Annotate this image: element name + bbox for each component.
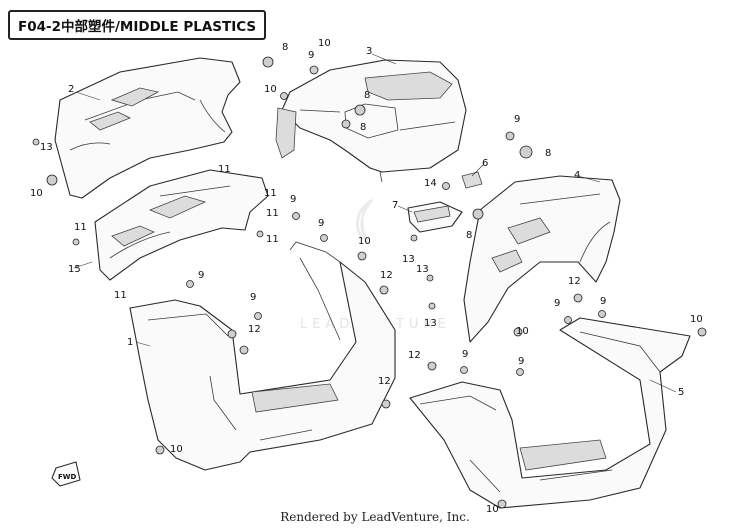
bolt-10d bbox=[155, 445, 165, 455]
fwd-label: FWD bbox=[58, 473, 77, 481]
callout-12c: 12 bbox=[378, 376, 391, 387]
callout-8d: 8 bbox=[545, 148, 551, 159]
callout-11f: 11 bbox=[114, 290, 127, 301]
clip-13b bbox=[410, 234, 418, 242]
callout-12b: 12 bbox=[248, 324, 261, 335]
callout-11c: 11 bbox=[266, 208, 279, 219]
fwd-direction-arrow: FWD bbox=[51, 461, 81, 487]
callout-9a: 9 bbox=[308, 50, 314, 61]
callout-12d: 12 bbox=[408, 350, 421, 361]
diagram-title: F04-2中部塑件/MIDDLE PLASTICS bbox=[8, 10, 267, 40]
callout-10g: 10 bbox=[690, 314, 703, 325]
callout-9b: 9 bbox=[514, 114, 520, 125]
part-4-right-fender[interactable] bbox=[463, 175, 621, 343]
clip-12c bbox=[239, 345, 249, 355]
part-2-left-fender-upper[interactable] bbox=[54, 57, 241, 199]
clip-9c bbox=[292, 212, 300, 220]
grommet-8a bbox=[262, 56, 274, 68]
clip-9g bbox=[460, 366, 468, 374]
part-15-left-fender-lower[interactable] bbox=[94, 169, 269, 281]
callout-10c: 10 bbox=[30, 188, 43, 199]
fasteners bbox=[32, 56, 707, 509]
callout-3: 3 bbox=[366, 46, 372, 57]
part-6-clip[interactable] bbox=[461, 171, 483, 189]
grommet-8e bbox=[472, 208, 484, 220]
callout-1: 1 bbox=[127, 337, 133, 348]
footer-credit: Rendered by LeadVenture, Inc. bbox=[280, 510, 470, 524]
clip-11a bbox=[72, 238, 80, 246]
callout-7: 7 bbox=[392, 200, 398, 211]
clip-13a bbox=[32, 138, 40, 146]
callout-11e: 11 bbox=[74, 222, 87, 233]
callout-10e: 10 bbox=[170, 444, 183, 455]
leader-lines bbox=[73, 53, 677, 393]
callout-8b: 8 bbox=[364, 90, 370, 101]
callout-2: 2 bbox=[68, 84, 74, 95]
clip-9b bbox=[505, 131, 515, 141]
callout-10b: 10 bbox=[264, 84, 277, 95]
callout-9d: 9 bbox=[318, 218, 324, 229]
callout-13a: 13 bbox=[40, 142, 53, 153]
clip-9e bbox=[186, 280, 194, 288]
callout-9j: 9 bbox=[600, 296, 606, 307]
callout-9c: 9 bbox=[290, 194, 296, 205]
callout-8c: 8 bbox=[360, 122, 366, 133]
bolt-10f bbox=[697, 327, 707, 337]
clip-13c bbox=[426, 274, 434, 282]
clip-9f bbox=[254, 312, 262, 320]
grommet-8c bbox=[341, 119, 351, 129]
callout-13b: 13 bbox=[402, 254, 415, 265]
callout-13c: 13 bbox=[416, 264, 429, 275]
part-7-bracket[interactable] bbox=[407, 201, 463, 233]
grommet-8d bbox=[519, 145, 533, 159]
callout-8a: 8 bbox=[282, 42, 288, 53]
clip-9j bbox=[598, 310, 606, 318]
callout-5: 5 bbox=[678, 387, 684, 398]
bolt-10a bbox=[280, 92, 288, 100]
callout-9e: 9 bbox=[198, 270, 204, 281]
callout-10h: 10 bbox=[486, 504, 499, 515]
callout-10a: 10 bbox=[318, 38, 331, 49]
callout-13d: 13 bbox=[424, 318, 437, 329]
callout-12a: 12 bbox=[380, 270, 393, 281]
part-1-left-footwell[interactable] bbox=[129, 241, 396, 471]
callout-9h: 9 bbox=[518, 356, 524, 367]
bolt-14 bbox=[442, 182, 450, 190]
clip-9d bbox=[320, 234, 328, 242]
callout-11d: 11 bbox=[266, 234, 279, 245]
part-5-right-footwell[interactable] bbox=[409, 317, 691, 509]
clip-9h bbox=[516, 368, 524, 376]
clip-12b bbox=[227, 329, 237, 339]
part-3-center-cover[interactable] bbox=[275, 59, 467, 183]
clip-12e bbox=[427, 361, 437, 371]
callout-14: 14 bbox=[424, 178, 437, 189]
callout-9g: 9 bbox=[462, 349, 468, 360]
clip-13d bbox=[428, 302, 436, 310]
callout-15: 15 bbox=[68, 264, 81, 275]
callout-6: 6 bbox=[482, 158, 488, 169]
bolt-10c bbox=[357, 251, 367, 261]
callout-9i: 9 bbox=[554, 298, 560, 309]
callout-8e: 8 bbox=[466, 230, 472, 241]
callout-11b: 11 bbox=[264, 188, 277, 199]
clip-12a bbox=[379, 285, 389, 295]
bolt-10b bbox=[46, 174, 58, 186]
clip-9a bbox=[309, 65, 319, 75]
callout-11a: 11 bbox=[218, 164, 231, 175]
callout-12e: 12 bbox=[568, 276, 581, 287]
grommet-8b bbox=[354, 104, 366, 116]
clip-11b bbox=[256, 230, 264, 238]
callout-9f: 9 bbox=[250, 292, 256, 303]
clip-12d bbox=[381, 399, 391, 409]
bolt-10e bbox=[513, 327, 523, 337]
clip-9i bbox=[564, 316, 572, 324]
bolt-10g bbox=[497, 499, 507, 509]
callout-4: 4 bbox=[574, 170, 580, 181]
callout-labels: 1 2 3 4 5 6 7 8 8 8 8 8 9 9 9 9 9 9 9 9 … bbox=[30, 38, 703, 515]
callout-10f: 10 bbox=[516, 326, 529, 337]
clip-12f bbox=[573, 293, 583, 303]
callout-10d: 10 bbox=[358, 236, 371, 247]
